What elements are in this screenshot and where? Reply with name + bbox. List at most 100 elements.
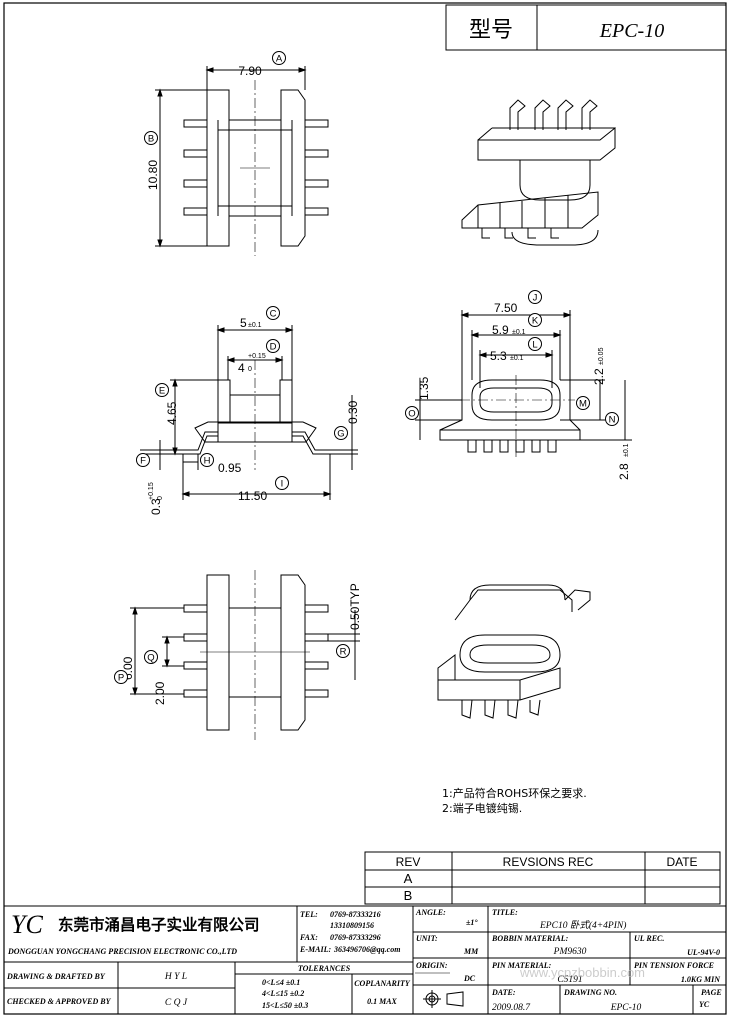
dim-a-value: 7.90: [238, 64, 262, 78]
checked-label: CHECKED & APPROVED BY: [7, 997, 112, 1006]
callout-b: B: [144, 131, 158, 145]
bobbin-value: PM9630: [553, 947, 587, 957]
callout-letter: L: [532, 340, 537, 351]
tolerance-2: 4<L≤15 ±0.2: [261, 989, 304, 998]
callout-p: P: [114, 670, 128, 684]
callout-letter: M: [579, 399, 587, 410]
tel-1: 0769-87333216: [330, 910, 381, 919]
pin-material-value: C5191: [557, 975, 582, 985]
dim-m-value: 2.2: [592, 368, 606, 385]
note-2: 2:端子电镀纯锡.: [442, 801, 522, 815]
drawing-label: DRAWING & DRAFTED BY: [6, 972, 106, 981]
dim-r-value: 0.50TYP: [348, 583, 362, 630]
callout-letter: Q: [147, 653, 154, 664]
dim-d-tol-up: +0.15: [248, 353, 266, 360]
unit-value: MM: [463, 947, 479, 956]
dim-o-value: 1.35: [417, 376, 431, 400]
callout-c: C: [266, 306, 280, 320]
dim-f-value: 0.3: [149, 498, 163, 515]
date-label: DATE:: [491, 988, 516, 997]
company-name-en: DONGGUAN YONGCHANG PRECISION ELECTRONIC …: [7, 947, 237, 956]
coplanarity-value: 0.1 MAX: [367, 997, 397, 1006]
tolerance-1: 0<L≤4 ±0.1: [262, 978, 300, 987]
dim-m-tol: ±0.05: [598, 347, 605, 365]
dim-j-value: 7.50: [494, 301, 518, 315]
iso-view-bottom: [437, 584, 591, 719]
rev-row-b: B: [404, 888, 413, 903]
rev-row-a: A: [404, 871, 413, 886]
dim-f-tol-dn: 0: [157, 496, 164, 500]
origin-label: ORIGIN:: [416, 961, 448, 970]
dim-n-value: 2.8: [617, 463, 631, 480]
drawing-no-value: EPC-10: [610, 1003, 642, 1013]
view-front: [140, 325, 358, 500]
dim-c-tol: ±0.1: [248, 322, 262, 329]
callout-m: M: [576, 396, 590, 410]
dim-l-value: 5.3: [490, 349, 507, 363]
page-label: PAGE: [701, 988, 722, 997]
dim-g-value: 0.30: [346, 400, 360, 424]
pin-material-label: PIN MATERIAL:: [492, 961, 552, 970]
callout-f: F: [136, 453, 150, 467]
dim-n-tol: ±0.1: [623, 443, 630, 457]
view-top: [155, 66, 329, 256]
tel-label: TEL:: [300, 910, 318, 919]
coplanarity-label: COPLANARITY: [354, 979, 411, 988]
title-label: TITLE:: [492, 908, 518, 917]
ul-value: UL-94V-0: [687, 948, 720, 957]
callout-h: H: [200, 453, 214, 467]
email-label: E-MAIL:: [299, 945, 331, 954]
callout-letter: N: [609, 415, 616, 426]
callout-k: K: [528, 313, 542, 327]
callout-letter: I: [281, 479, 284, 490]
origin-value: DC: [463, 974, 476, 983]
pin-tension-value: 1.0KG MIN: [681, 975, 721, 984]
callout-letter: E: [159, 386, 165, 397]
dim-c-value: 5: [240, 316, 247, 330]
callout-letter: C: [270, 309, 277, 320]
ul-label: UL REC.: [634, 934, 664, 943]
watermark: www.ycpzbobbin.com: [519, 965, 645, 980]
company-logo: YC: [11, 910, 43, 939]
dim-k-value: 5.9: [492, 323, 509, 337]
callout-q: Q: [144, 650, 158, 664]
callout-n: N: [605, 412, 619, 426]
callout-letter: O: [408, 409, 415, 420]
iso-view-top: [461, 99, 616, 246]
callout-a: A: [272, 51, 286, 65]
model-label: 型号: [469, 18, 513, 43]
tolerances-label: TOLERANCES: [298, 964, 351, 973]
callout-letter: D: [270, 342, 277, 353]
note-1: 1:产品符合ROHS环保之要求.: [442, 786, 587, 800]
company-name-cn: 东莞市涌昌电子实业有限公司: [58, 915, 260, 934]
title-block: [3, 905, 727, 1015]
dim-e-value: 4.65: [165, 401, 179, 425]
callout-d: D: [266, 339, 280, 353]
callout-letter: H: [204, 456, 211, 467]
dim-h-value: 0.95: [218, 461, 242, 475]
page-value: YC: [699, 1000, 710, 1009]
view-bottom: [130, 570, 360, 740]
rev-rec-header: REVSIONS REC: [503, 855, 594, 869]
checked-by: C Q J: [165, 998, 188, 1008]
callout-letter: K: [532, 316, 539, 327]
rev-date-header: DATE: [666, 855, 697, 869]
callout-g: G: [334, 426, 348, 440]
rev-header: REV: [396, 855, 421, 869]
callout-letter: A: [276, 54, 283, 65]
bobbin-label: BOBBIN MATERIAL:: [491, 934, 569, 943]
callout-letter: J: [533, 293, 538, 304]
callout-j: J: [528, 290, 542, 304]
callout-letter: F: [140, 456, 146, 467]
model-header: 型号 EPC-10: [445, 4, 727, 51]
pin-tension-label: PIN TENSION FORCE: [634, 961, 714, 970]
dim-b-value: 10.80: [146, 160, 160, 190]
callout-letter: G: [337, 429, 344, 440]
callout-e: E: [155, 383, 169, 397]
callout-letter: R: [340, 647, 347, 658]
dim-f-tol-up: +0.15: [148, 482, 155, 500]
dim-k-tol: ±0.1: [512, 329, 526, 336]
email-address: 363496706@qq.com: [333, 945, 400, 954]
unit-label: UNIT:: [416, 934, 438, 943]
model-number: EPC-10: [599, 20, 664, 42]
